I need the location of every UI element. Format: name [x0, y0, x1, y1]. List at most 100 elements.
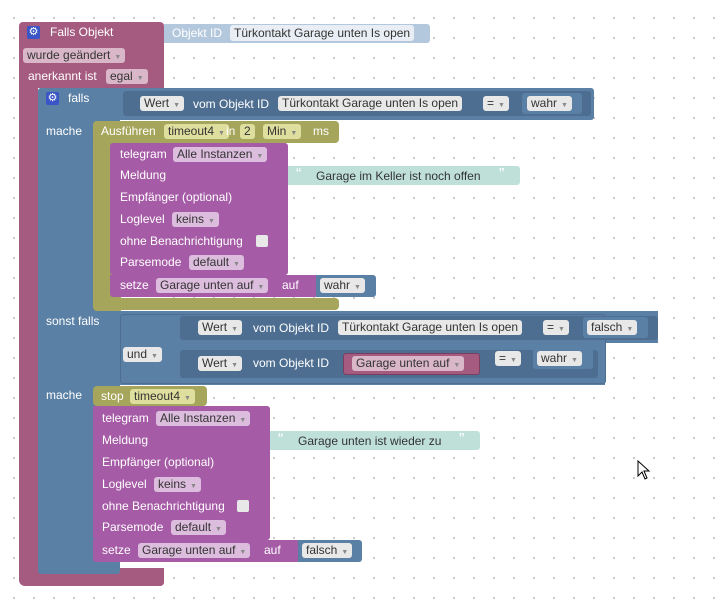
objekt-field-1[interactable]: Türkontakt Garage unten Is open: [278, 96, 463, 111]
dropdown-arrow-icon: ▼: [239, 549, 247, 556]
timer-dropdown[interactable]: timeout4▼: [164, 124, 229, 139]
loglevel-dropdown-2[interactable]: keins▼: [154, 477, 201, 492]
objekt-id-label: Objekt ID: [172, 26, 223, 40]
dropdown-arrow-icon: ▼: [184, 395, 191, 402]
ohne-label-2: ohne Benachrichtigung: [102, 499, 225, 513]
gear-icon[interactable]: ⚙: [27, 26, 40, 39]
objekt-field-2[interactable]: Türkontakt Garage unten Is open: [338, 320, 523, 335]
dropdown-arrow-icon: ▼: [231, 362, 239, 369]
auf-label-2: auf: [264, 543, 281, 557]
und-label: und▼: [123, 346, 162, 362]
message-text-1[interactable]: Garage im Keller ist noch offen: [316, 169, 481, 183]
dropdown-arrow-icon: ▼: [453, 362, 461, 369]
auf-label-1: auf: [282, 278, 299, 292]
dropdown-arrow-icon: ▼: [290, 130, 298, 137]
parsemode-label-2: Parsemode: [102, 520, 164, 534]
loglevel-dropdown-1[interactable]: keins▼: [172, 212, 219, 227]
stop-label: stop: [101, 389, 124, 403]
wert-dropdown-3[interactable]: Wert▼: [198, 356, 243, 371]
bool-dropdown-1[interactable]: wahr▼: [527, 96, 572, 111]
setze-label-1: setze: [120, 278, 149, 292]
changed-dropdown[interactable]: wurde geändert▼: [23, 48, 126, 63]
parsemode-dropdown-1[interactable]: default▼: [189, 255, 244, 270]
val-dropdown-1[interactable]: wahr▼: [320, 278, 365, 293]
wert-dropdown-2[interactable]: Wert▼: [198, 320, 243, 335]
dropdown-arrow-icon: ▼: [498, 102, 505, 109]
ack-dropdown[interactable]: egal▼: [106, 69, 148, 84]
empfaenger-label-2: Empfänger (optional): [102, 455, 215, 469]
parsemode-dropdown-2[interactable]: default▼: [171, 520, 226, 535]
instances-dropdown-2[interactable]: Alle Instanzen▼: [156, 411, 251, 426]
text-block-2[interactable]: [270, 431, 480, 450]
trigger-title: Falls Objekt: [50, 25, 114, 39]
dropdown-arrow-icon: ▼: [173, 102, 181, 109]
quote-close-icon: ”: [459, 431, 465, 448]
dropdown-arrow-icon: ▼: [257, 284, 265, 291]
operator-dropdown-1[interactable]: =▼: [483, 96, 509, 111]
ohne-checkbox-1[interactable]: [256, 235, 268, 247]
falls-label: falls: [68, 91, 90, 105]
instances-dropdown-1[interactable]: Alle Instanzen▼: [173, 147, 268, 162]
dropdown-arrow-icon: ▼: [354, 284, 361, 291]
objekt-id-value[interactable]: Türkontakt Garage unten Is open: [230, 25, 415, 41]
setze-label-2: setze: [102, 543, 131, 557]
parsemode-label-1: Parsemode: [120, 255, 182, 269]
dropdown-arrow-icon: ▼: [231, 326, 239, 333]
stop-timer-dropdown[interactable]: timeout4▼: [130, 389, 195, 404]
vom-objekt-label-3: vom Objekt ID: [253, 356, 330, 370]
dropdown-arrow-icon: ▼: [561, 102, 568, 109]
trigger-footer: [19, 570, 164, 586]
loglevel-label-2: Loglevel: [102, 477, 147, 491]
dropdown-arrow-icon: ▼: [114, 54, 122, 61]
ms-label: ms: [313, 124, 329, 138]
dropdown-arrow-icon: ▼: [233, 261, 240, 268]
dropdown-arrow-icon: ▼: [341, 549, 349, 556]
und-dropdown[interactable]: und▼: [123, 347, 162, 362]
dropdown-arrow-icon: ▼: [626, 326, 634, 333]
var-dropdown-1[interactable]: Garage unten auf▼: [156, 278, 269, 293]
var-dropdown-2[interactable]: Garage unten auf▼: [138, 543, 251, 558]
operator-dropdown-2[interactable]: =▼: [543, 320, 569, 335]
ausfuehren-label: Ausführen: [101, 124, 156, 138]
bool-dropdown-2[interactable]: falsch▼: [587, 320, 638, 335]
dropdown-arrow-icon: ▼: [215, 526, 222, 533]
operator-dropdown-3[interactable]: =▼: [495, 351, 521, 366]
vom-objekt-label-1: vom Objekt ID: [193, 97, 270, 111]
dropdown-arrow-icon: ▼: [571, 357, 578, 364]
dropdown-arrow-icon: ▼: [136, 75, 144, 82]
dropdown-arrow-icon: ▼: [190, 483, 197, 490]
variable-dropdown-3[interactable]: Garage unten auf▼: [352, 356, 465, 371]
timer-footer: [93, 298, 339, 310]
meldung-label-1: Meldung: [120, 168, 167, 182]
cursor-icon: [637, 460, 651, 480]
empfaenger-label-1: Empfänger (optional): [120, 190, 233, 204]
meldung-label-2: Meldung: [102, 433, 149, 447]
wert-dropdown-1[interactable]: Wert▼: [140, 96, 185, 111]
telegram-block-1[interactable]: [110, 143, 288, 275]
ack-label: anerkannt ist: [28, 69, 97, 83]
gear-icon[interactable]: ⚙: [46, 92, 59, 105]
bool-dropdown-3[interactable]: wahr▼: [537, 351, 582, 366]
loglevel-label-1: Loglevel: [120, 212, 165, 226]
vom-objekt-label-2: vom Objekt ID: [253, 321, 330, 335]
dropdown-arrow-icon: ▼: [239, 417, 247, 424]
val-dropdown-2[interactable]: falsch▼: [302, 543, 353, 558]
message-text-2[interactable]: Garage unten ist wieder zu: [298, 434, 442, 448]
telegram-label-1: telegram: [120, 147, 167, 161]
timer-number[interactable]: 2: [240, 124, 255, 139]
sonst-falls-label: sonst falls: [46, 314, 100, 328]
in-label: in: [226, 124, 236, 138]
telegram-block-2[interactable]: [93, 406, 270, 540]
dropdown-arrow-icon: ▼: [151, 353, 158, 360]
ohne-label-1: ohne Benachrichtigung: [120, 234, 243, 248]
telegram-label-2: telegram: [102, 411, 149, 425]
mache-label: mache: [46, 124, 83, 138]
dropdown-arrow-icon: ▼: [218, 130, 225, 137]
ohne-checkbox-2[interactable]: [237, 500, 249, 512]
unit-dropdown[interactable]: Min▼: [263, 124, 302, 139]
dropdown-arrow-icon: ▼: [558, 326, 565, 333]
dropdown-arrow-icon: ▼: [256, 153, 264, 160]
text-block-1[interactable]: [288, 166, 520, 185]
quote-close-icon: ”: [499, 166, 505, 183]
